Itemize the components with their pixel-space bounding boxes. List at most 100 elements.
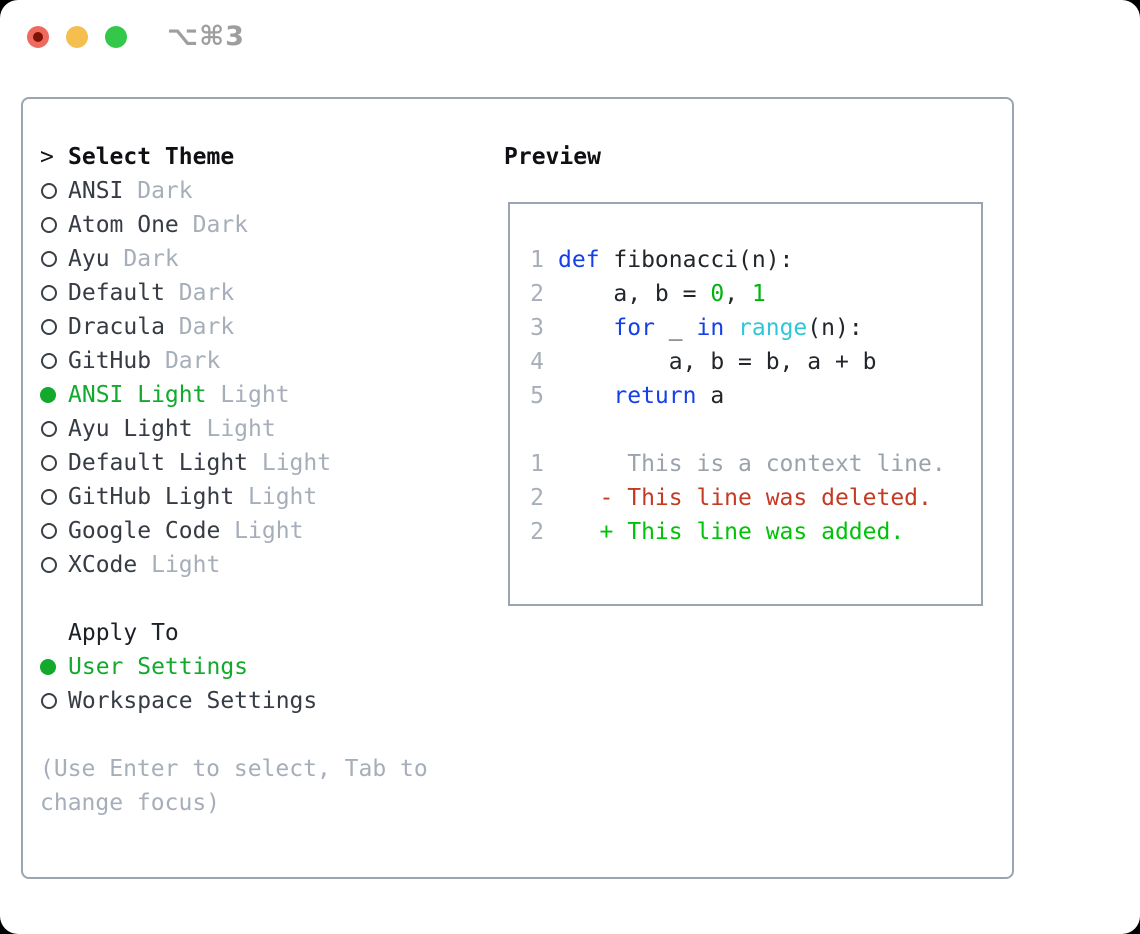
apply-to-title: Apply To: [68, 620, 179, 646]
radio-icon: [41, 285, 57, 301]
theme-name: Ayu: [68, 246, 110, 272]
theme-option[interactable]: ANSI Light Light: [40, 378, 428, 412]
line-number: 2: [530, 485, 544, 511]
code-token-p: fibonacci(n):: [599, 247, 794, 273]
theme-variant-label: Light: [137, 552, 221, 578]
radio-icon: [41, 557, 57, 573]
marker-cell: [40, 285, 68, 301]
radio-icon: [41, 353, 57, 369]
marker-cell: [40, 421, 68, 437]
line-number: 2: [530, 519, 544, 545]
code-token-del: - This line was deleted.: [558, 485, 932, 511]
radio-icon: [41, 183, 57, 199]
preview-title: Preview: [504, 144, 601, 170]
theme-option[interactable]: Ayu Dark: [40, 242, 428, 276]
line-number: 1: [530, 247, 544, 273]
theme-name: GitHub: [68, 348, 152, 374]
marker-cell: [40, 217, 68, 233]
apply-option[interactable]: Workspace Settings: [40, 684, 428, 718]
theme-name: GitHub Light: [68, 484, 235, 510]
line-number: 5: [530, 383, 544, 409]
radio-icon: [41, 489, 57, 505]
theme-option[interactable]: Atom One Dark: [40, 208, 428, 242]
theme-option[interactable]: GitHub Dark: [40, 344, 428, 378]
close-dot-icon: [33, 32, 43, 42]
theme-name: XCode: [68, 552, 138, 578]
code-token-p: (n):: [807, 315, 863, 341]
theme-name: ANSI: [68, 178, 124, 204]
line-number: 2: [530, 281, 544, 307]
picker-header-row: > Select Theme: [40, 140, 428, 174]
theme-variant-label: Light: [220, 518, 304, 544]
theme-variant-label: Dark: [164, 314, 235, 340]
code-line: [530, 413, 981, 447]
marker-cell: [40, 251, 68, 267]
code-token-p: [558, 315, 613, 341]
theme-option[interactable]: Ayu Light Light: [40, 412, 428, 446]
window-shortcut-label: ⌥⌘3: [167, 21, 245, 52]
marker-cell: [40, 455, 68, 471]
traffic-lights: [27, 26, 127, 48]
code-token-kw: return: [613, 383, 697, 409]
code-token-ctx: This is a context line.: [558, 451, 946, 477]
code-token-fn: range: [738, 315, 808, 341]
zoom-button[interactable]: [105, 26, 127, 48]
apply-to-header-row: Apply To: [40, 616, 428, 650]
code-line: 2 a, b = 0, 1: [530, 277, 981, 311]
theme-option[interactable]: Google Code Light: [40, 514, 428, 548]
radio-icon: [41, 319, 57, 335]
code-line: 4 a, b = b, a + b: [530, 345, 981, 379]
code-token-kw: def: [558, 247, 600, 273]
theme-option[interactable]: Default Light Light: [40, 446, 428, 480]
radio-selected-icon: [40, 387, 56, 403]
code-token-p: a, b =: [558, 281, 711, 307]
marker-cell: [40, 523, 68, 539]
marker-cell: [40, 353, 68, 369]
theme-name: Default: [68, 280, 165, 306]
prompt-icon: >: [40, 144, 54, 170]
close-button[interactable]: [27, 26, 49, 48]
theme-variant-label: Dark: [164, 280, 235, 306]
theme-option[interactable]: Dracula Dark: [40, 310, 428, 344]
code-token-num: 0: [710, 281, 725, 307]
code-line: 2 - This line was deleted.: [530, 481, 981, 515]
radio-icon: [41, 251, 57, 267]
code-token-num: 1: [751, 281, 766, 307]
hint-line: (Use Enter to select, Tab to: [40, 756, 428, 782]
code-token-p: [558, 383, 613, 409]
spacer: [40, 718, 428, 752]
marker-cell: [40, 387, 68, 403]
code-line: 1 def fibonacci(n):: [530, 243, 981, 277]
code-token-add: + This line was added.: [558, 519, 905, 545]
theme-variant-label: Dark: [151, 348, 221, 374]
code-token-p: [724, 315, 738, 341]
code-line: 1 This is a context line.: [530, 447, 981, 481]
line-number: 3: [530, 315, 544, 341]
theme-option[interactable]: XCode Light: [40, 548, 428, 582]
theme-variant-label: Light: [192, 416, 276, 442]
radio-icon: [41, 217, 57, 233]
line-number: 4: [530, 349, 544, 375]
code-line: 5 return a: [530, 379, 981, 413]
code-token-kw: in: [696, 315, 725, 341]
code-line: 2 + This line was added.: [530, 515, 981, 549]
theme-option[interactable]: GitHub Light Light: [40, 480, 428, 514]
theme-option[interactable]: Default Dark: [40, 276, 428, 310]
minimize-button[interactable]: [66, 26, 88, 48]
theme-option[interactable]: ANSI Dark: [40, 174, 428, 208]
marker-cell: [40, 489, 68, 505]
apply-option[interactable]: User Settings: [40, 650, 428, 684]
theme-name: Ayu Light: [68, 416, 193, 442]
theme-variant-label: Dark: [109, 246, 179, 272]
code-token-kw: for: [613, 315, 655, 341]
code-token-p: ,: [724, 281, 752, 307]
radio-selected-icon: [40, 659, 56, 675]
radio-icon: [41, 523, 57, 539]
